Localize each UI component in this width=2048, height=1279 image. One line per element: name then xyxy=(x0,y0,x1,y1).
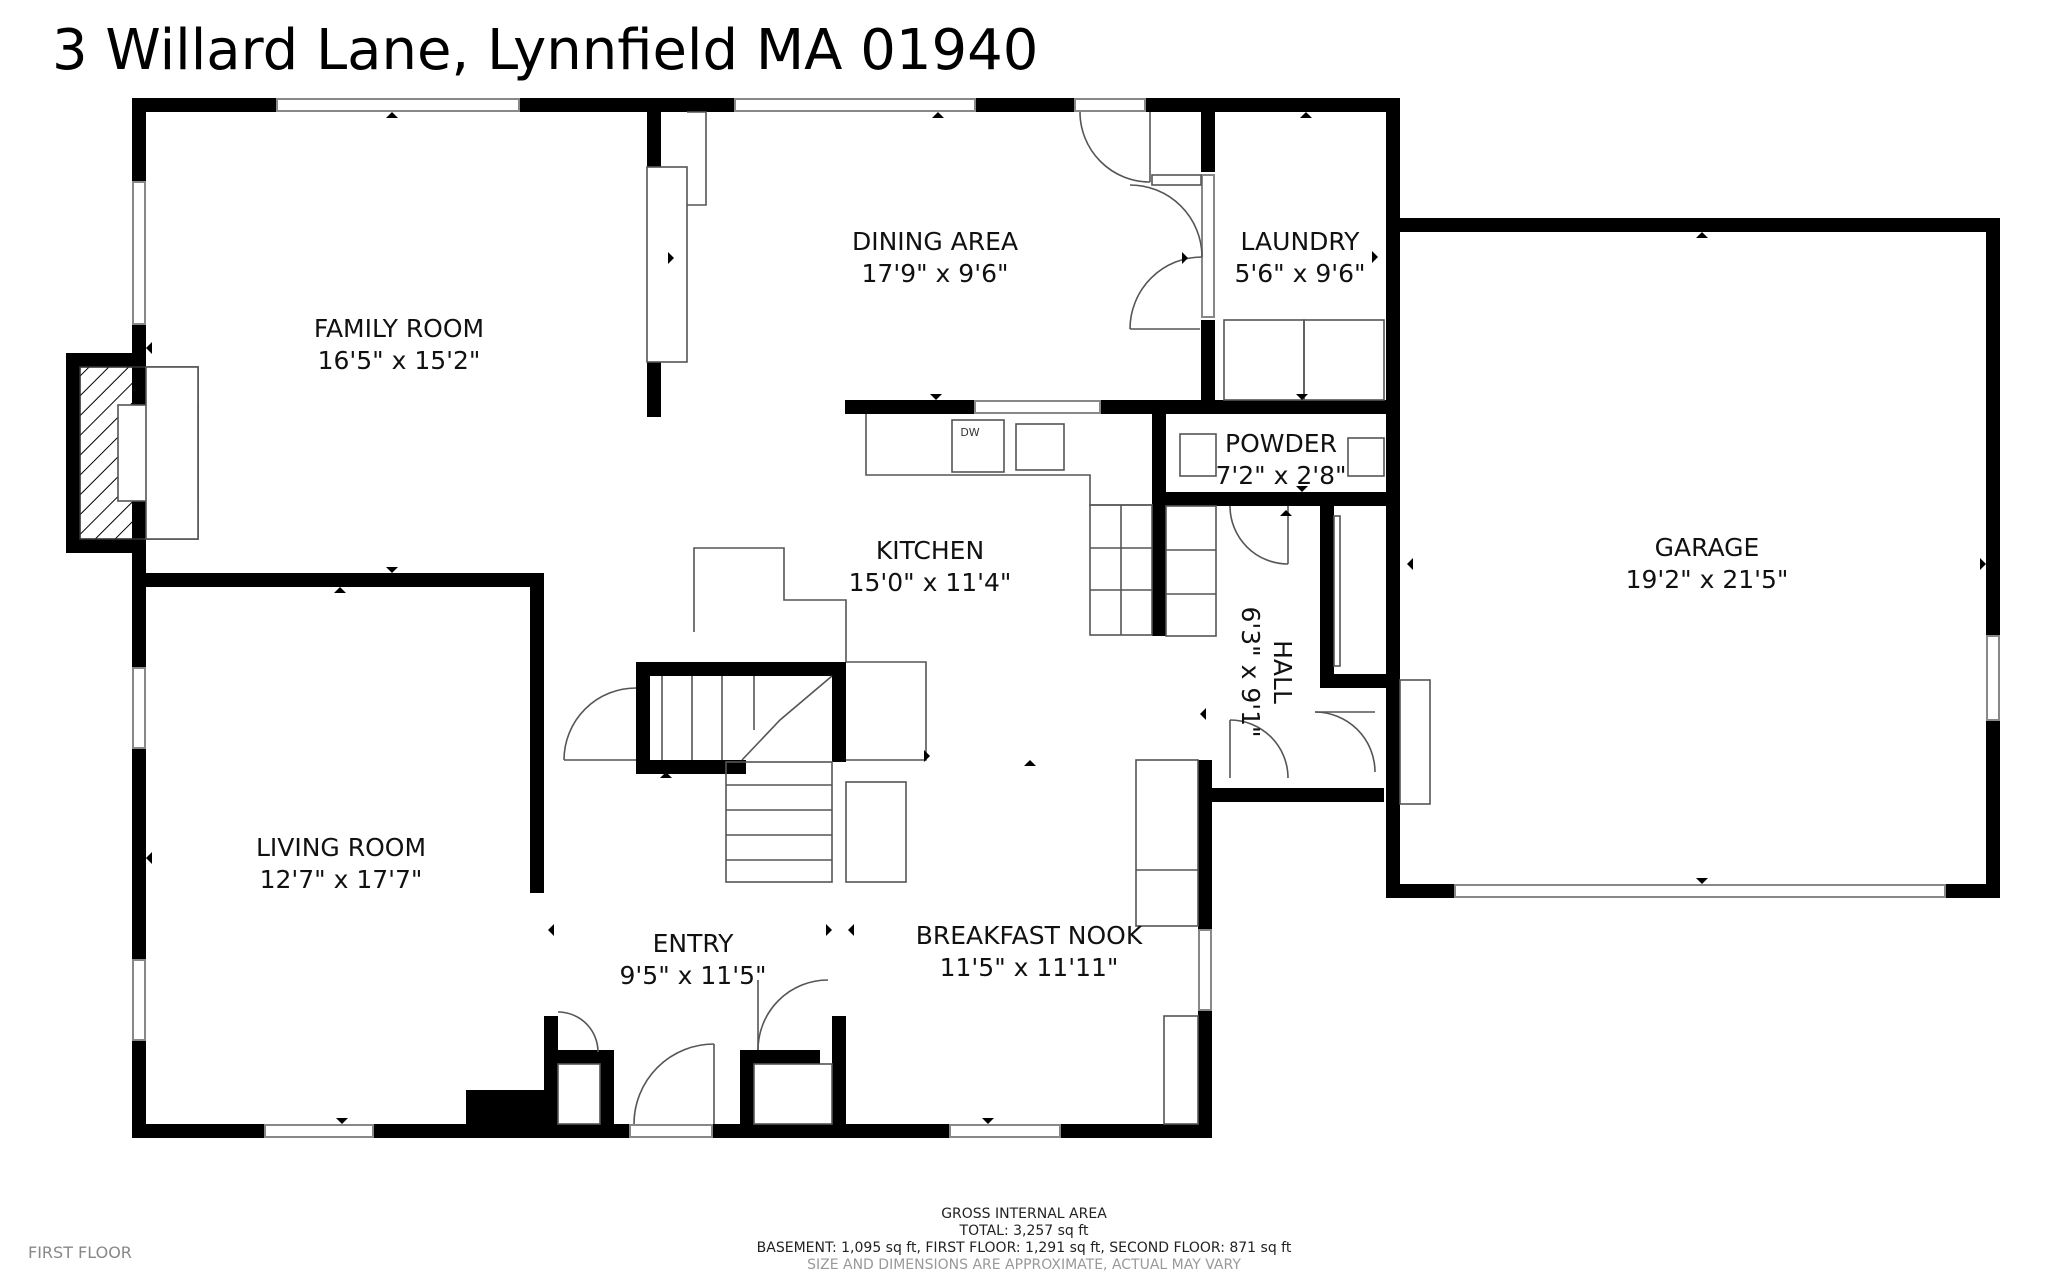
kitchen-name: KITCHEN xyxy=(876,536,984,565)
walls xyxy=(66,98,2000,1138)
dining-area-name: DINING AREA xyxy=(852,227,1018,256)
entry-dims: 9'5" x 11'5" xyxy=(620,961,767,990)
dimension-markers xyxy=(146,112,1986,1124)
family-room-dims: 16'5" x 15'2" xyxy=(318,346,481,375)
family-room-name: FAMILY ROOM xyxy=(314,314,484,343)
windows xyxy=(132,98,2000,1138)
doors xyxy=(557,111,1376,1125)
area-total: TOTAL: 3,257 sq ft xyxy=(959,1223,1089,1239)
entry-name: ENTRY xyxy=(653,929,735,958)
area-breakdown: BASEMENT: 1,095 sq ft, FIRST FLOOR: 1,29… xyxy=(756,1240,1292,1256)
dishwasher-label: DW xyxy=(960,426,979,439)
garage-dims: 19'2" x 21'5" xyxy=(1626,565,1789,594)
living-room-dims: 12'7" x 17'7" xyxy=(260,865,423,894)
powder-dims: 7'2" x 2'8" xyxy=(1215,461,1346,490)
floor-label: FIRST FLOOR xyxy=(28,1243,132,1262)
area-disclaimer: SIZE AND DIMENSIONS ARE APPROXIMATE, ACT… xyxy=(807,1257,1241,1273)
hall-dims: 6'3" x 9'1" xyxy=(1236,606,1265,737)
room-labels: FAMILY ROOM 16'5" x 15'2" DINING AREA 17… xyxy=(256,227,1788,990)
garage-name: GARAGE xyxy=(1655,533,1760,562)
hall-name: HALL xyxy=(1268,640,1297,704)
property-address: 3 Willard Lane, Lynnfield MA 01940 xyxy=(52,18,1039,83)
dining-area-dims: 17'9" x 9'6" xyxy=(862,259,1009,288)
area-heading: GROSS INTERNAL AREA xyxy=(941,1206,1107,1222)
laundry-name: LAUNDRY xyxy=(1241,227,1361,256)
breakfast-nook-name: BREAKFAST NOOK xyxy=(916,921,1143,950)
breakfast-nook-dims: 11'5" x 11'11" xyxy=(940,953,1119,982)
living-room-name: LIVING ROOM xyxy=(256,833,426,862)
powder-name: POWDER xyxy=(1225,429,1337,458)
area-summary: GROSS INTERNAL AREA TOTAL: 3,257 sq ft B… xyxy=(0,1206,2048,1274)
kitchen-dims: 15'0" x 11'4" xyxy=(849,568,1012,597)
laundry-dims: 5'6" x 9'6" xyxy=(1234,259,1365,288)
fixtures xyxy=(79,111,1431,1125)
